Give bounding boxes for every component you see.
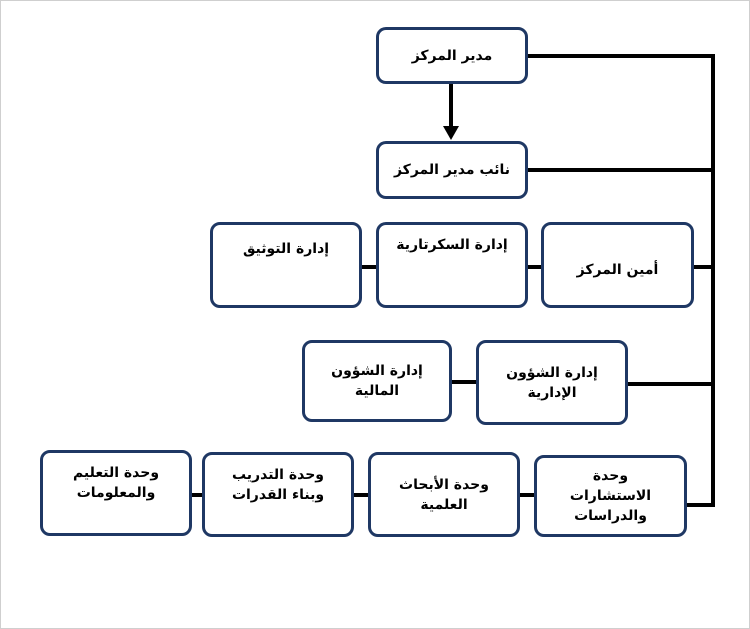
box-financial-affairs: إدارة الشؤون المالية	[302, 340, 452, 422]
box-training-label: وحدة التدريب وبناء القدرات	[231, 467, 325, 503]
box-education-info-label: وحدة التعليم والمعلومات	[72, 465, 160, 501]
box-deputy-director-label: نائب مدير المركز	[393, 162, 511, 178]
box-financial-affairs-label: إدارة الشؤون المالية	[331, 363, 423, 399]
box-administrative-affairs: إدارة الشؤون الإدارية	[476, 340, 628, 425]
box-scientific-research: وحدة الأبحاث العلمية	[368, 452, 520, 537]
box-administrative-affairs-label: إدارة الشؤون الإدارية	[506, 364, 598, 401]
box-director: مدير المركز	[376, 27, 528, 84]
box-education-info: وحدة التعليم والمعلومات	[40, 450, 192, 536]
box-deputy-director: نائب مدير المركز	[376, 141, 528, 199]
box-secretary-general-label: أمين المركز	[576, 262, 659, 278]
box-consultations: وحدة الاستشارات والدراسات	[534, 455, 687, 537]
box-documentation-label: إدارة التوثيق	[242, 241, 330, 257]
box-consultations-label: وحدة الاستشارات والدراسات	[569, 468, 652, 524]
box-secretariat: إدارة السكرتارية	[376, 222, 528, 308]
box-secretariat-label: إدارة السكرتارية	[396, 237, 508, 253]
box-documentation: إدارة التوثيق	[210, 222, 362, 308]
box-director-label: مدير المركز	[411, 47, 493, 64]
box-scientific-research-label: وحدة الأبحاث العلمية	[399, 476, 489, 513]
box-training: وحدة التدريب وبناء القدرات	[202, 452, 354, 537]
arrowhead-icon	[443, 126, 459, 140]
box-secretary-general: أمين المركز	[541, 222, 694, 308]
